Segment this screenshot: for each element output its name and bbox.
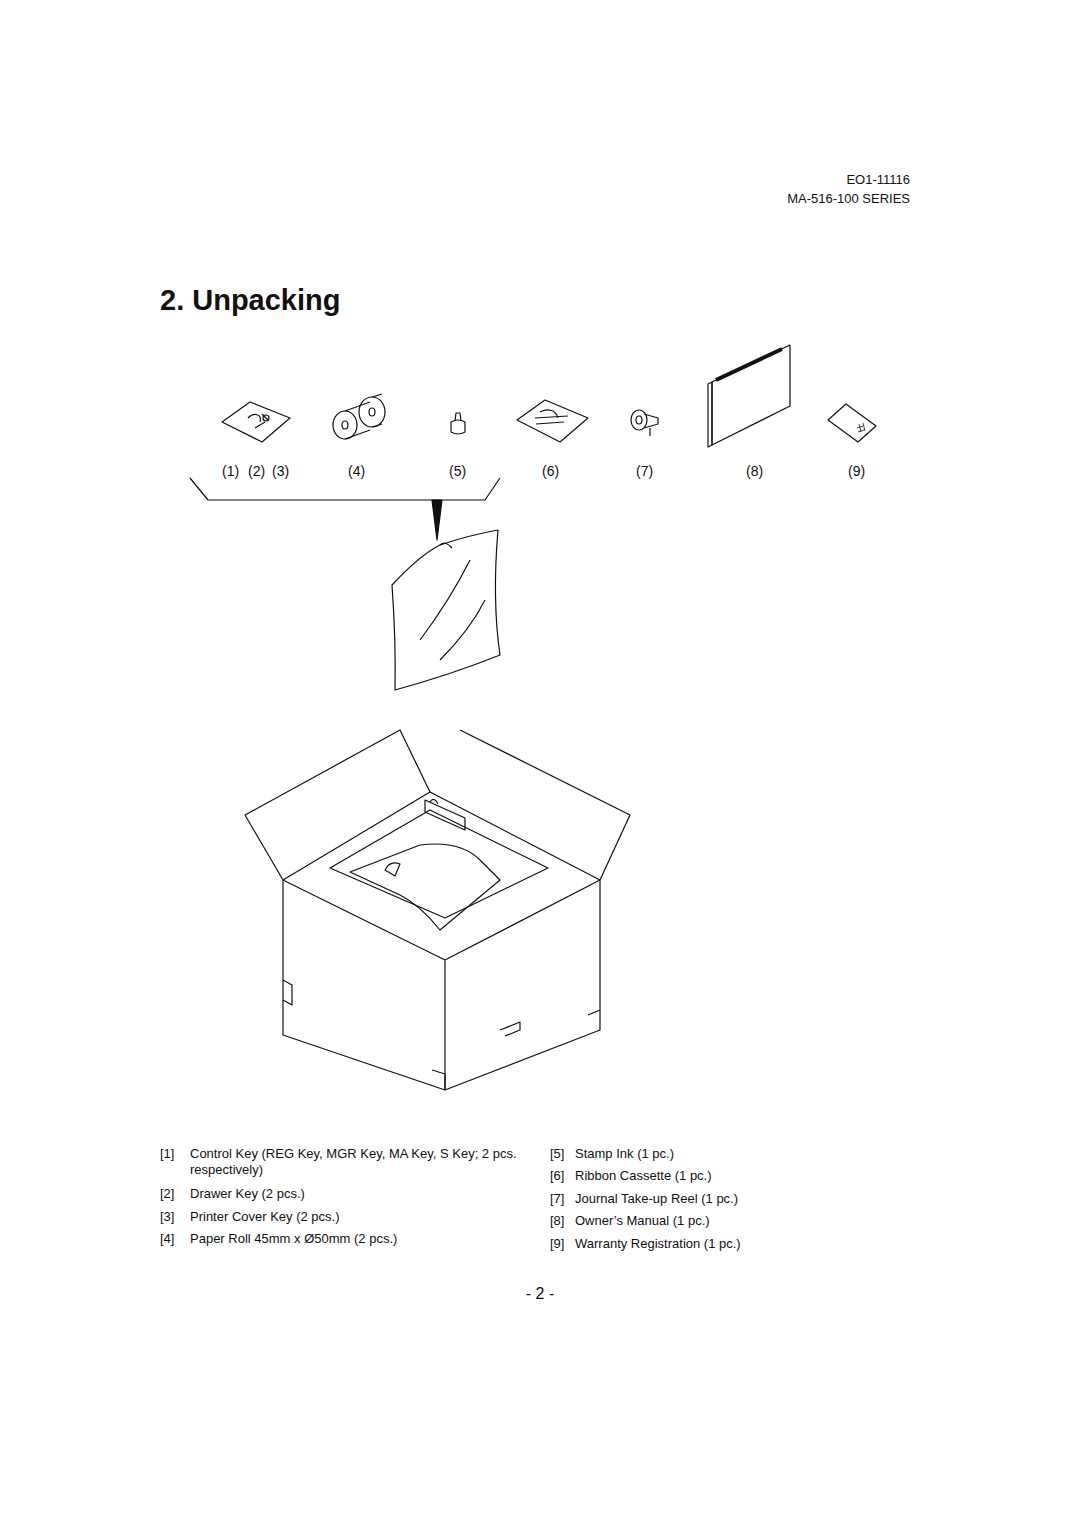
item-description: Control Key (REG Key, MGR Key, MA Key, S… bbox=[190, 1146, 530, 1179]
callout-number: (8) bbox=[746, 463, 763, 481]
paper-rolls bbox=[333, 394, 385, 439]
callout-number: (9) bbox=[848, 463, 865, 481]
pointer-arrow bbox=[432, 500, 442, 540]
callout-number: (3) bbox=[272, 463, 289, 481]
item-description: Stamp Ink (1 pc.) bbox=[575, 1146, 674, 1162]
stamp-ink-bottle bbox=[451, 413, 465, 434]
item-description: Journal Take-up Reel (1 pc.) bbox=[575, 1191, 738, 1207]
packing-carton bbox=[245, 730, 630, 1090]
item-description: Drawer Key (2 pcs.) bbox=[190, 1186, 305, 1202]
callout-number: (7) bbox=[636, 463, 653, 481]
page-number: - 2 - bbox=[526, 1284, 554, 1304]
item-number: [4] bbox=[160, 1231, 174, 1247]
callout-number: (6) bbox=[542, 463, 559, 481]
accessory-bag bbox=[392, 530, 500, 690]
callout-number: (4) bbox=[348, 463, 365, 481]
callout-number: (1) bbox=[222, 463, 239, 481]
take-up-reel bbox=[631, 410, 658, 436]
section-title: 2. Unpacking bbox=[160, 282, 341, 318]
warranty-card bbox=[828, 404, 876, 442]
item-description: Printer Cover Key (2 pcs.) bbox=[190, 1209, 340, 1225]
item-description: Paper Roll 45mm x Ø50mm (2 pcs.) bbox=[190, 1231, 397, 1247]
item-number: [5] bbox=[550, 1146, 564, 1162]
item-number: [9] bbox=[550, 1236, 564, 1252]
item-description: Warranty Registration (1 pc.) bbox=[575, 1236, 741, 1252]
callout-number: (2) bbox=[248, 463, 265, 481]
callout-number: (5) bbox=[449, 463, 466, 481]
item-description: Ribbon Cassette (1 pc.) bbox=[575, 1168, 712, 1184]
key-bag bbox=[222, 402, 290, 442]
item-number: [1] bbox=[160, 1146, 174, 1162]
ribbon-cassette-bag bbox=[517, 400, 588, 442]
item-number: [3] bbox=[160, 1209, 174, 1225]
owners-manual bbox=[708, 345, 790, 447]
document-number: EO1-11116 bbox=[846, 172, 910, 188]
series-name: MA-516-100 SERIES bbox=[787, 191, 910, 207]
item-number: [2] bbox=[160, 1186, 174, 1202]
item-description: Owner’s Manual (1 pc.) bbox=[575, 1213, 710, 1229]
item-number: [7] bbox=[550, 1191, 564, 1207]
item-number: [6] bbox=[550, 1168, 564, 1184]
item-number: [8] bbox=[550, 1213, 564, 1229]
group-bracket bbox=[190, 478, 500, 500]
